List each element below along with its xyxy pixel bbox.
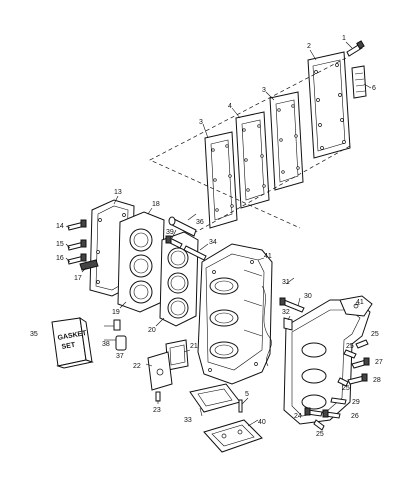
inspection-cover-22 bbox=[147, 351, 173, 391]
callout-20: 20 bbox=[148, 327, 156, 334]
callout-18: 18 bbox=[152, 201, 160, 208]
bolt-25b bbox=[343, 349, 357, 359]
bolt-39 bbox=[165, 235, 183, 249]
callout-40: 40 bbox=[258, 419, 266, 426]
leader-lines bbox=[65, 41, 372, 427]
bolt-28 bbox=[347, 373, 368, 385]
callout-3-right: 3 bbox=[262, 87, 266, 94]
bolt-27 bbox=[351, 357, 370, 369]
callout-35: 35 bbox=[30, 331, 38, 338]
exhaust-gasket-3-right bbox=[269, 91, 304, 191]
alignment-line-lower bbox=[195, 145, 351, 233]
screw-14 bbox=[67, 219, 87, 231]
screw-15 bbox=[67, 239, 87, 251]
bolt-25d bbox=[313, 419, 325, 431]
bolt-25a bbox=[355, 339, 369, 349]
exhaust-gasket-3-left bbox=[204, 131, 238, 229]
callout-39: 39 bbox=[166, 229, 174, 236]
anode-17 bbox=[79, 259, 99, 271]
callout-28: 28 bbox=[373, 377, 381, 384]
crankcase-cover-41 bbox=[283, 295, 373, 425]
alignment-line-upper bbox=[149, 57, 347, 229]
callout-13: 13 bbox=[114, 189, 122, 196]
callout-26: 26 bbox=[351, 413, 359, 420]
callout-23: 23 bbox=[153, 407, 161, 414]
callout-25b: 25 bbox=[346, 343, 354, 350]
callout-5: 5 bbox=[245, 391, 249, 398]
screw-5 bbox=[238, 399, 243, 413]
callout-6: 6 bbox=[372, 85, 376, 92]
callout-36: 36 bbox=[196, 219, 204, 226]
callout-21: 21 bbox=[190, 343, 198, 350]
head-gasket-20 bbox=[159, 231, 199, 327]
callout-41-block: 41 bbox=[264, 253, 272, 260]
callout-41-cover: 41 bbox=[356, 299, 364, 306]
callout-19: 19 bbox=[112, 309, 120, 316]
gasket-set-box-35: GASKET SET bbox=[51, 316, 94, 369]
callout-29: 29 bbox=[352, 399, 360, 406]
exhaust-divider-plate-4 bbox=[235, 111, 270, 209]
outer-exhaust-cover-2 bbox=[307, 51, 351, 159]
callout-30: 30 bbox=[304, 293, 312, 300]
bottom-gasket-33 bbox=[189, 383, 241, 413]
pin-32 bbox=[283, 317, 293, 331]
callout-25a: 25 bbox=[371, 331, 379, 338]
callout-27: 27 bbox=[375, 359, 383, 366]
bolt-26 bbox=[322, 409, 341, 419]
sleeve-36 bbox=[168, 216, 197, 237]
callout-4: 4 bbox=[228, 103, 232, 110]
gasket-set-label-line2: SET bbox=[61, 342, 76, 351]
callout-38: 38 bbox=[102, 341, 110, 348]
callout-16: 16 bbox=[56, 255, 64, 262]
decal-6 bbox=[351, 65, 367, 99]
callout-17: 17 bbox=[74, 275, 82, 282]
callout-labels: 1 2 3 3 4 5 6 13 14 15 16 17 18 19 20 21… bbox=[30, 35, 383, 438]
cylinder-head-18 bbox=[117, 211, 165, 313]
callout-32: 32 bbox=[282, 309, 290, 316]
screw-16 bbox=[67, 253, 87, 265]
callout-2: 2 bbox=[307, 43, 311, 50]
callout-37: 37 bbox=[116, 353, 124, 360]
callout-24: 24 bbox=[294, 413, 302, 420]
callout-33: 33 bbox=[184, 417, 192, 424]
callout-22: 22 bbox=[133, 363, 141, 370]
pin-38 bbox=[113, 319, 121, 331]
bolt-24 bbox=[304, 407, 323, 417]
callout-25d: 25 bbox=[316, 431, 324, 438]
callout-1: 1 bbox=[342, 35, 346, 42]
bushing-37 bbox=[115, 335, 127, 351]
callout-3-left: 3 bbox=[199, 119, 203, 126]
callout-31: 31 bbox=[282, 279, 290, 286]
bolt-29 bbox=[330, 397, 347, 405]
bolt-30 bbox=[279, 297, 305, 313]
cylinder-block-41 bbox=[197, 243, 273, 385]
sealing-strip-31 bbox=[261, 285, 272, 367]
bolt-25c bbox=[337, 377, 349, 387]
callout-14: 14 bbox=[56, 223, 64, 230]
base-plate-40 bbox=[203, 419, 263, 453]
stud-34 bbox=[183, 245, 207, 261]
callout-15: 15 bbox=[56, 241, 64, 248]
screw-23 bbox=[155, 391, 161, 402]
callout-34: 34 bbox=[209, 239, 217, 246]
callout-25c: 25 bbox=[342, 385, 350, 392]
bolt-1 bbox=[346, 40, 365, 57]
